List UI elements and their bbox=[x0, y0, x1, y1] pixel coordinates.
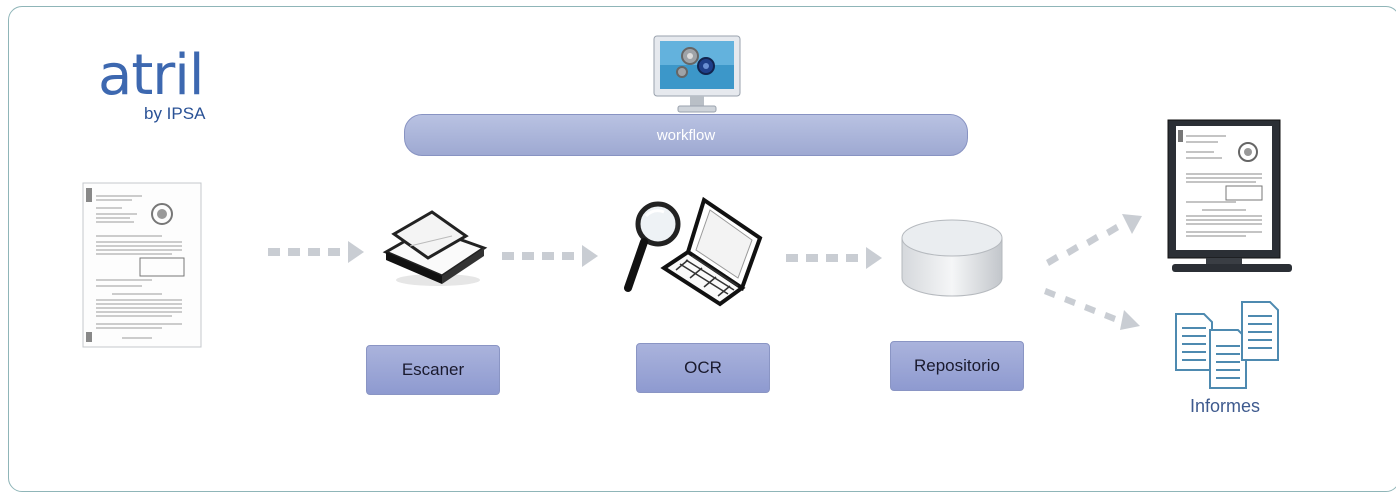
step-escaner-box: Escaner bbox=[366, 345, 500, 395]
flow-arrow-3 bbox=[786, 247, 882, 269]
informes-label: Informes bbox=[1190, 396, 1261, 416]
step-ocr-box: OCR bbox=[636, 343, 770, 393]
step-ocr-label: OCR bbox=[684, 358, 722, 377]
database-icon bbox=[901, 219, 1003, 297]
scanner-icon bbox=[382, 210, 488, 286]
monitor-icon bbox=[1167, 119, 1292, 272]
workflow-bar: workflow bbox=[404, 114, 968, 156]
step-repositorio-label: Repositorio bbox=[914, 356, 1000, 375]
laptop-icon bbox=[660, 196, 763, 307]
documents-icon bbox=[1175, 301, 1279, 389]
magnifier-icon bbox=[624, 201, 681, 292]
logo-sub-text: by IPSA bbox=[144, 104, 206, 123]
flow-arrow-down bbox=[1044, 288, 1140, 330]
workflow-monitor-icon bbox=[653, 35, 741, 113]
logo-main-text: atril bbox=[98, 43, 204, 108]
flow-arrow-1 bbox=[268, 241, 364, 263]
workflow-label: workflow bbox=[656, 126, 716, 144]
step-repositorio-box: Repositorio bbox=[890, 341, 1024, 391]
flow-arrow-up bbox=[1046, 214, 1142, 266]
step-escaner-label: Escaner bbox=[401, 360, 465, 379]
flow-arrow-2 bbox=[502, 245, 598, 267]
document-icon bbox=[82, 182, 202, 348]
